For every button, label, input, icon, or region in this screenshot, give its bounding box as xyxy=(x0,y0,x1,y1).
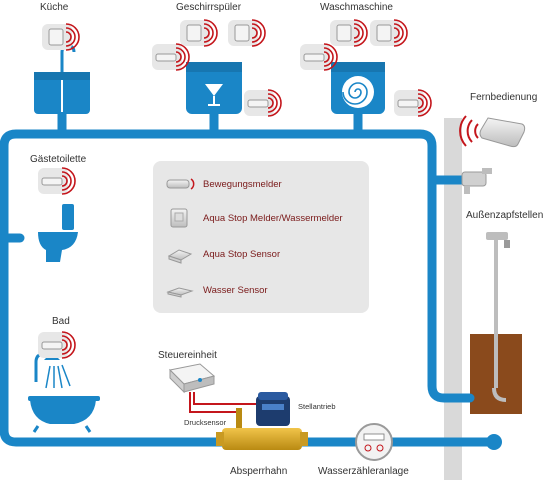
legend-label-aqua-stop: Aqua Stop Sensor xyxy=(203,248,281,260)
kitchen-sink-icon xyxy=(34,44,90,114)
valve-actuator-icon xyxy=(256,392,290,426)
label-kitchen: Küche xyxy=(40,2,69,13)
washer-sensor-4-icon xyxy=(394,89,432,117)
label-control-unit: Steuereinheit xyxy=(158,350,217,361)
legend-item-water-detector: Aqua Stop Melder/Wassermelder xyxy=(163,205,343,231)
remote-control-icon xyxy=(459,115,526,148)
dishwasher-sensor-3-icon xyxy=(228,19,266,47)
water-meter-icon xyxy=(355,423,393,461)
motion-sensor-icon xyxy=(163,172,197,196)
control-wiring xyxy=(189,392,262,413)
washer-sensor-2-icon xyxy=(330,19,368,47)
label-shutoff-valve: Absperrhahn xyxy=(230,466,288,477)
sensor-legend: Bewegungsmelder Aqua Stop Melder/Wasserm… xyxy=(153,161,369,313)
bathtub-shower-icon xyxy=(28,352,100,433)
legend-item-motion: Bewegungsmelder xyxy=(163,171,282,197)
toilet-icon xyxy=(38,204,78,262)
label-pressure-sensor: Drucksensor xyxy=(184,418,227,427)
label-washing-machine: Waschmaschine xyxy=(320,2,393,13)
shutoff-valve-icon xyxy=(216,408,308,450)
legend-label-water-sensor: Wasser Sensor xyxy=(203,284,268,296)
water-sensor-icon xyxy=(163,278,197,302)
label-remote-control: Fernbedienung xyxy=(470,92,538,103)
washing-machine-icon xyxy=(331,62,385,114)
label-actuator: Stellantrieb xyxy=(298,402,336,411)
legend-item-aqua-stop: Aqua Stop Sensor xyxy=(163,241,280,267)
legend-label-motion: Bewegungsmelder xyxy=(203,178,282,190)
sensor-group xyxy=(38,19,432,359)
water-pipe-network xyxy=(0,107,499,447)
aqua-stop-sensor-icon xyxy=(163,242,197,266)
dishwasher-sensor-2-icon xyxy=(180,19,218,47)
toilet-sensor-icon xyxy=(38,167,76,195)
legend-item-water-sensor: Wasser Sensor xyxy=(163,277,268,303)
label-dishwasher: Geschirrspüler xyxy=(176,2,242,13)
label-guest-toilet: Gästetoilette xyxy=(30,154,87,165)
bath-sensor-icon xyxy=(38,331,76,359)
washer-sensor-3-icon xyxy=(370,19,408,47)
label-bathroom: Bad xyxy=(52,316,70,327)
pipe-end-cap xyxy=(486,434,502,450)
dishwasher-icon xyxy=(186,62,242,114)
control-unit-icon xyxy=(168,363,216,394)
label-water-meter: Wasserzähleranlage xyxy=(318,466,409,477)
water-detector-icon xyxy=(163,206,197,230)
kitchen-sensor-icon xyxy=(42,23,80,51)
dishwasher-sensor-4-icon xyxy=(244,89,282,117)
label-outdoor-taps: Außenzapfstellen xyxy=(466,210,544,221)
dishwasher-sensor-1-icon xyxy=(152,43,190,71)
outdoor-tap-icon xyxy=(461,168,492,194)
garden-standpipe-icon xyxy=(486,232,510,402)
legend-label-water-detector: Aqua Stop Melder/Wassermelder xyxy=(203,212,343,224)
washer-sensor-1-icon xyxy=(300,43,338,71)
house-wall xyxy=(444,118,462,480)
